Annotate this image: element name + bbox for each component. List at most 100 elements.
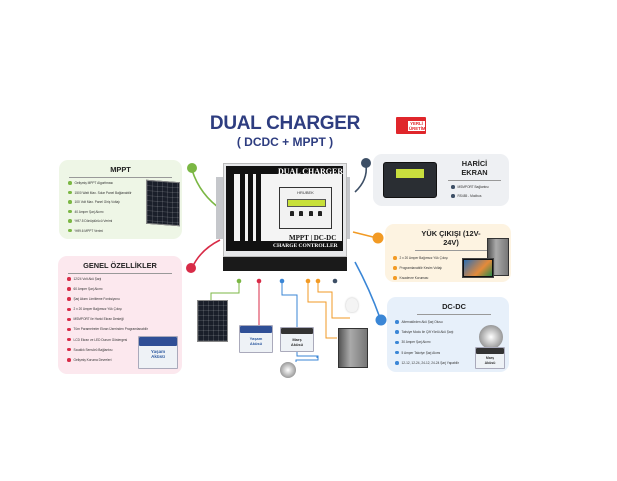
- lamp-wire: [317, 282, 350, 319]
- fridge-device: [338, 328, 368, 368]
- lamp-wire-dot: [315, 278, 321, 284]
- bullet-icon: [395, 361, 399, 365]
- controller-terminal-cover: [223, 257, 347, 271]
- light-bulb-device: [346, 298, 358, 312]
- list-item: 100 Volt Max. Panel Giriş Voltajı: [68, 200, 182, 204]
- harici-connector: [354, 164, 368, 193]
- panel-stripe: [248, 174, 253, 241]
- controller-front-panel: HRUBEK MPPT | DC-DC DUAL CHARGER CHARGE …: [226, 166, 343, 251]
- list-item: 2 x 20 Amper Bağımsız Yük Çıkışı: [393, 256, 511, 260]
- dcdc-card: DC-DC Alternatörden Akü Şarj Olusu Takvi…: [387, 297, 509, 372]
- fridge-wire-dot: [305, 278, 311, 284]
- dcdc-connector: [354, 261, 381, 319]
- controller-button: [309, 211, 313, 216]
- spare-wire-dot: [332, 278, 338, 284]
- general-features-card: GENEL ÖZELLİKLER 12/24 Volt Akü Şarjı 60…: [58, 256, 182, 374]
- bullet-icon: [68, 181, 72, 185]
- list-item: 1500 Watt Max. Solar Panel Bağlanabilir: [68, 191, 182, 195]
- bullet-icon: [67, 358, 71, 362]
- list-item: Sıcaklık Sensörü Bağlantısı: [67, 348, 182, 352]
- alternator-device: [280, 362, 296, 378]
- external-display-list: MSMPORT Bağlantısı RS485 - Modbus: [373, 181, 509, 198]
- list-item: MSMPORT ile Harici Ekran Desteği: [67, 317, 182, 321]
- bullet-icon: [393, 276, 397, 280]
- controller-sublabel: CHARGE CONTROLLER: [273, 243, 338, 249]
- controller-name: DUAL CHARGER: [278, 167, 344, 176]
- list-item: Kısadevre Koruması: [393, 276, 511, 280]
- list-item: MSMPORT Bağlantısı: [451, 185, 509, 189]
- external-lcd: [396, 169, 424, 178]
- bullet-icon: [395, 320, 399, 324]
- bullet-icon: [395, 340, 399, 345]
- bullet-icon: [68, 228, 72, 233]
- bullet-icon: [67, 277, 71, 281]
- list-item: Takviye Modu ile Çift Yönlü Akü Şarjı: [395, 330, 509, 334]
- service-battery-device: Yaşam Aküsü: [239, 325, 273, 353]
- bullet-icon: [67, 337, 71, 342]
- bullet-icon: [395, 330, 399, 334]
- mppt-card: MPPT Gelişmiş MPPT Algoritması 1500 Watt…: [59, 160, 182, 239]
- list-item: LCD Ekran ve LED Durum Göstergesi: [67, 338, 182, 342]
- list-item: Programlanabilir Kesim Voltajı: [393, 266, 511, 270]
- list-item: 12/24 Volt Akü Şarjı: [67, 277, 182, 281]
- bullet-icon: [67, 327, 71, 332]
- mppt-card-title: MPPT: [69, 160, 172, 178]
- bullet-icon: [68, 200, 72, 204]
- solar-wire-dot: [236, 278, 242, 284]
- dcdc-feature-list: Alternatörden Akü Şarj Olusu Takviye Mod…: [387, 315, 509, 365]
- bullet-icon: [67, 347, 71, 352]
- list-item: %99.6 MPPT Verimi: [68, 229, 182, 233]
- list-item: %97.5 Dönüştürücü Verimi: [68, 219, 182, 223]
- genel-connector-dot: [186, 263, 196, 273]
- panel-stripe: [240, 174, 245, 241]
- harici-connector-dot: [361, 158, 371, 168]
- bullet-icon: [67, 297, 71, 301]
- bullet-icon: [67, 287, 71, 291]
- dcdc-connector-dot: [375, 314, 387, 326]
- page-subtitle: ( DCDC + MPPT ): [236, 135, 334, 149]
- list-item: Tüm Parametreler Ekran Üzerinden Program…: [67, 327, 182, 331]
- alternator-wire: [295, 355, 319, 362]
- list-item: RS485 - Modbus: [451, 194, 509, 198]
- external-display-image: [383, 162, 437, 198]
- bullet-icon: [68, 209, 72, 214]
- bullet-icon: [451, 194, 455, 198]
- alternator-image: [479, 325, 503, 349]
- list-item: 2 x 20 Amper Bağımsız Yük Çıkışı: [67, 307, 182, 311]
- list-item: Alternatörden Akü Şarj Olusu: [395, 320, 509, 324]
- bullet-icon: [395, 350, 399, 355]
- bullet-icon: [393, 256, 397, 260]
- bullet-icon: [67, 317, 71, 322]
- bullet-icon: [68, 219, 72, 223]
- solar-panel-image: [146, 179, 180, 227]
- controller-brand: HRUBEK: [297, 190, 314, 195]
- list-item: 60 Amper Şarj Akımı: [67, 287, 182, 291]
- general-features-title: GENEL ÖZELLİKLER: [68, 256, 172, 274]
- page-title: DUAL CHARGER: [209, 113, 361, 134]
- general-feature-list: 12/24 Volt Akü Şarjı 60 Amper Şarj Akımı…: [58, 274, 182, 362]
- controller-button: [318, 211, 322, 216]
- list-item: Şarj Akımı Limitleme Fonksiyonu: [67, 297, 182, 301]
- controller-label: MPPT | DC-DC: [289, 234, 337, 242]
- bullet-icon: [67, 307, 71, 312]
- starter-battery-wire-dot: [279, 278, 285, 284]
- load-output-title: YÜK ÇIKIŞI (12V-24V): [415, 224, 487, 251]
- mounting-rail-left: [216, 177, 225, 239]
- solar-wire: [210, 282, 240, 300]
- starter-battery-device: Marş Aküsü: [280, 327, 314, 352]
- bullet-icon: [451, 185, 455, 189]
- list-item: Gelişmiş Koruma Devreleri: [67, 358, 182, 362]
- controller-lcd: [287, 199, 326, 207]
- list-item: Gelişmiş MPPT Algoritması: [68, 181, 182, 185]
- load-output-card: YÜK ÇIKIŞI (12V-24V) 2 x 20 Amper Bağıms…: [385, 224, 511, 282]
- yuk-connector-dot: [372, 232, 384, 244]
- tv-image: [462, 258, 494, 278]
- list-item: 40 Amper Şarj Akımı: [68, 210, 182, 214]
- list-item: 5 Amper Takviye Şarj Akımı: [395, 351, 509, 355]
- list-item: 12-12, 12-24, 24-12, 24-24 Şarj Yapabili…: [395, 361, 509, 365]
- bullet-icon: [68, 190, 72, 195]
- solar-panel-device: [197, 300, 228, 342]
- dcdc-card-title: DC-DC: [417, 297, 491, 315]
